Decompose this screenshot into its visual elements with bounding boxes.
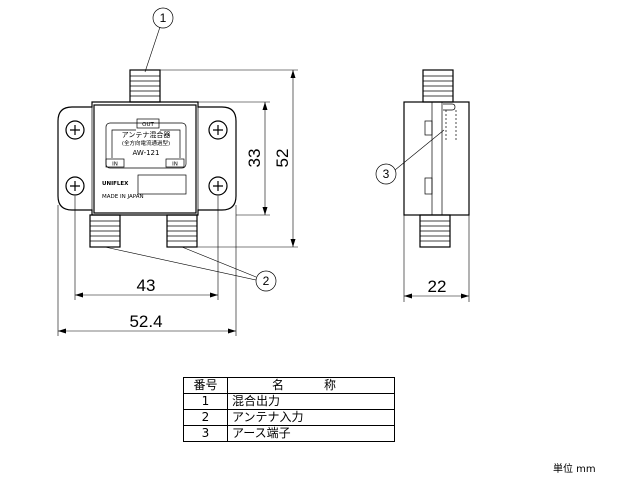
device-label: OUT アンテナ混合器 (全方向電流通過型) AW-121 IN IN UNIF… bbox=[102, 118, 187, 200]
input-connector-right bbox=[166, 214, 198, 248]
label-model-text: AW-121 bbox=[133, 149, 160, 157]
row-number: 2 bbox=[183, 409, 228, 426]
dimension-22: 22 bbox=[403, 215, 470, 302]
parts-table: 番号 名 称 1 混合出力 2 アンテナ入力 3 アース端子 bbox=[183, 377, 395, 442]
row-number: 1 bbox=[183, 393, 228, 410]
dimension-33: 33 bbox=[198, 101, 270, 216]
dim-52-4-text: 52.4 bbox=[129, 312, 162, 331]
callout-2-text: 2 bbox=[263, 274, 270, 288]
label-subtitle-text: (全方向電流通過型) bbox=[122, 139, 170, 147]
screw-bottom-right-icon bbox=[208, 176, 228, 196]
unit-label: 単位 mm bbox=[553, 464, 596, 475]
callout-3-text: 3 bbox=[383, 167, 390, 181]
dimension-52: 52 bbox=[160, 69, 298, 248]
table-row: 2 アンテナ入力 bbox=[183, 409, 395, 426]
screw-top-left-icon bbox=[65, 120, 85, 140]
dim-43-text: 43 bbox=[137, 276, 156, 295]
label-title-text: アンテナ混合器 bbox=[122, 130, 171, 139]
row-name: アース端子 bbox=[227, 425, 395, 442]
dim-22-text: 22 bbox=[428, 277, 447, 296]
row-number: 3 bbox=[183, 425, 228, 442]
label-in-left-text: IN bbox=[112, 162, 118, 168]
screw-top-right-icon bbox=[208, 120, 228, 140]
callout-1-text: 1 bbox=[160, 11, 167, 25]
mounting-flange bbox=[57, 101, 237, 216]
header-number: 番号 bbox=[183, 377, 228, 394]
screw-bottom-left-icon bbox=[65, 176, 85, 196]
dimension-52-4: 52.4 bbox=[57, 205, 237, 336]
output-connector bbox=[129, 69, 161, 103]
label-out-text: OUT bbox=[142, 122, 154, 128]
side-view bbox=[403, 69, 470, 248]
made-in-text: MADE IN JAPAN bbox=[102, 194, 144, 200]
callout-2: 2 bbox=[104, 246, 277, 292]
table-row: 1 混合出力 bbox=[183, 393, 395, 410]
callout-3: 3 bbox=[375, 129, 445, 185]
input-connector-left bbox=[89, 214, 121, 248]
row-name: アンテナ入力 bbox=[227, 409, 395, 426]
header-name: 名 称 bbox=[227, 377, 395, 394]
dim-33-text: 33 bbox=[245, 149, 264, 168]
label-in-right-text: IN bbox=[172, 162, 178, 168]
dimension-43: 43 bbox=[74, 196, 219, 300]
table-header-row: 番号 名 称 bbox=[183, 377, 395, 394]
brand-text: UNIFLEX bbox=[102, 181, 129, 187]
table-row: 3 アース端子 bbox=[183, 425, 395, 442]
dim-52-text: 52 bbox=[273, 149, 292, 168]
callout-1: 1 bbox=[144, 7, 174, 73]
row-name: 混合出力 bbox=[227, 393, 395, 410]
